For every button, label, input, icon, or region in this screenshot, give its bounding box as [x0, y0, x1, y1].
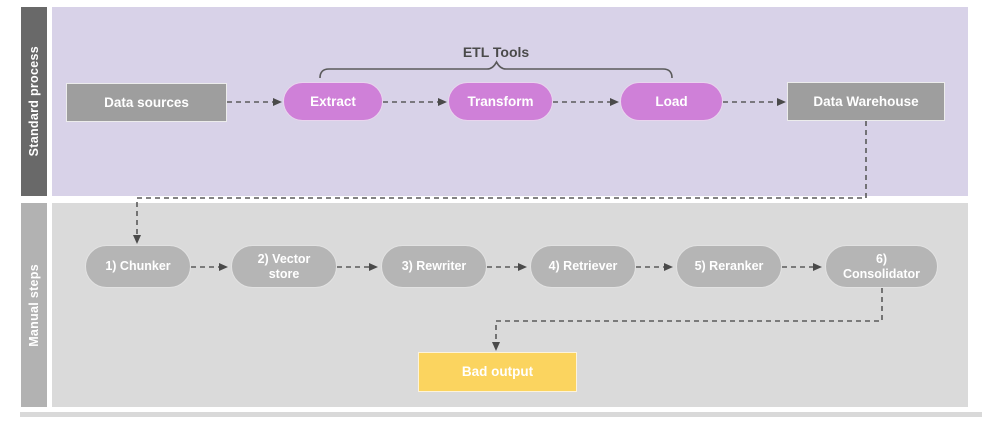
node-reranker: 5) Reranker [676, 245, 782, 288]
node-data-warehouse: Data Warehouse [787, 82, 945, 121]
node-transform: Transform [448, 82, 553, 121]
lane-header-standard-process: Standard process [21, 7, 47, 196]
node-extract: Extract [283, 82, 383, 121]
node-load: Load [620, 82, 723, 121]
node-rewriter: 3) Rewriter [381, 245, 487, 288]
node-vector-store: 2) Vector store [231, 245, 337, 288]
node-consolidator: 6) Consolidator [825, 245, 938, 288]
node-retriever: 4) Retriever [530, 245, 636, 288]
lane-header-manual-steps: Manual steps [21, 203, 47, 407]
node-data-sources: Data sources [66, 83, 227, 122]
node-chunker: 1) Chunker [85, 245, 191, 288]
node-bad-output: Bad output [418, 352, 577, 392]
lane-divider-strip [20, 412, 982, 417]
lane-label-standard-process: Standard process [27, 46, 41, 157]
etl-tools-group-label: ETL Tools [462, 44, 530, 60]
lane-label-manual-steps: Manual steps [27, 263, 41, 347]
